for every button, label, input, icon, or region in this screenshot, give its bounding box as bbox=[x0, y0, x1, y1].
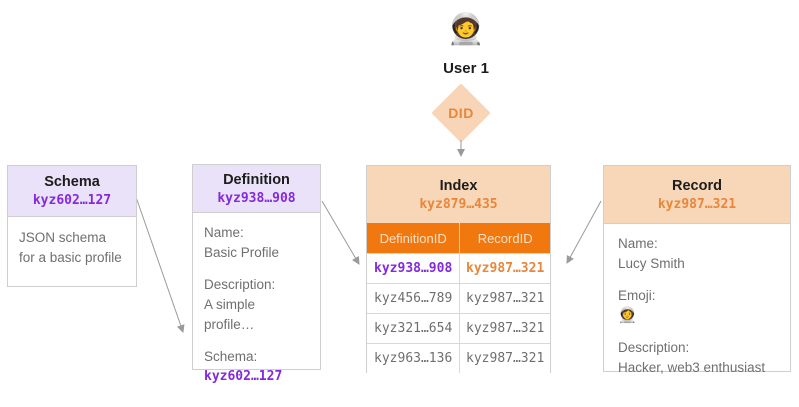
definition-card-header: Definition kyz938…908 bbox=[193, 165, 320, 213]
index-table-row: kyz938…908 kyz987…321 bbox=[367, 253, 550, 283]
index-table-row: kyz963…136 kyz987…321 bbox=[367, 343, 550, 373]
definition-card: Definition kyz938…908 Name: Basic Profil… bbox=[192, 164, 321, 384]
field-value: Hacker, web3 enthusiast bbox=[618, 360, 766, 375]
field-label: Name: bbox=[618, 236, 658, 251]
schema-card-header: Schema kyz602…127 bbox=[8, 166, 136, 217]
arrow-schema-to-definition bbox=[135, 196, 185, 333]
record-card-header: Record kyz987…321 bbox=[604, 166, 790, 224]
did-label: DID bbox=[448, 105, 474, 121]
field-value-schema-id: kyz602…127 bbox=[204, 369, 283, 384]
record-astronaut-emoji-icon: 👩‍🚀 bbox=[618, 307, 637, 324]
index-column-recordid: RecordID bbox=[477, 230, 533, 246]
definition-field-schema: Schema: kyz602…127 bbox=[204, 347, 309, 387]
schema-description: JSON schema for a basic profile bbox=[19, 230, 122, 265]
index-card-header: Index kyz879…435 bbox=[367, 166, 550, 223]
index-column-definitionid: DefinitionID bbox=[367, 223, 461, 253]
schema-card: Schema kyz602…127 JSON schema for a basi… bbox=[7, 165, 137, 287]
index-id: kyz879…435 bbox=[419, 196, 498, 212]
index-cell-definitionid: kyz456…789 bbox=[367, 284, 461, 313]
index-cell-definitionid: kyz938…908 bbox=[367, 254, 461, 283]
definition-field-description: Description: A simple profile… bbox=[204, 275, 309, 335]
index-cell-recordid: kyz987…321 bbox=[466, 291, 545, 306]
record-card: Record kyz987…321 Name: Lucy Smith Emoji… bbox=[603, 165, 791, 375]
definition-title: Definition bbox=[223, 171, 290, 188]
record-field-emoji: Emoji: 👩‍🚀 bbox=[618, 286, 776, 326]
index-table-row: kyz321…654 kyz987…321 bbox=[367, 313, 550, 343]
index-table-row: kyz456…789 kyz987…321 bbox=[367, 283, 550, 313]
field-label: Schema: bbox=[204, 349, 258, 364]
schema-id: kyz602…127 bbox=[32, 193, 112, 208]
index-card: Index kyz879…435 DefinitionID RecordID k… bbox=[366, 165, 551, 373]
user-astronaut-emoji-icon: 🧑‍🚀 bbox=[447, 13, 485, 46]
field-label: Description: bbox=[204, 277, 276, 292]
user-label: User 1 bbox=[443, 60, 489, 77]
definition-field-name: Name: Basic Profile bbox=[204, 223, 309, 263]
index-cell-recordid: kyz987…321 bbox=[466, 351, 545, 366]
schema-title: Schema bbox=[44, 174, 100, 190]
field-label: Name: bbox=[204, 225, 244, 240]
record-field-name: Name: Lucy Smith bbox=[618, 234, 776, 274]
index-title: Index bbox=[439, 177, 478, 194]
field-value: Basic Profile bbox=[204, 245, 280, 260]
index-cell-definitionid: kyz321…654 bbox=[367, 314, 461, 343]
definition-id: kyz938…908 bbox=[217, 190, 296, 206]
field-value: A simple profile… bbox=[204, 297, 256, 332]
field-value: Lucy Smith bbox=[618, 256, 685, 271]
index-cell-recordid: kyz987…321 bbox=[466, 261, 545, 276]
record-field-description: Description: Hacker, web3 enthusiast bbox=[618, 338, 776, 378]
field-label: Description: bbox=[618, 340, 690, 355]
arrow-record-to-index bbox=[566, 200, 602, 264]
index-table-column-header-row: DefinitionID RecordID bbox=[367, 223, 550, 253]
did-diamond: DID bbox=[431, 83, 491, 143]
index-cell-definitionid: kyz963…136 bbox=[367, 344, 461, 373]
index-cell-recordid: kyz987…321 bbox=[466, 321, 545, 336]
record-title: Record bbox=[672, 177, 722, 194]
field-label: Emoji: bbox=[618, 288, 656, 303]
arrow-definition-to-index bbox=[321, 200, 360, 265]
record-id: kyz987…321 bbox=[657, 196, 737, 212]
